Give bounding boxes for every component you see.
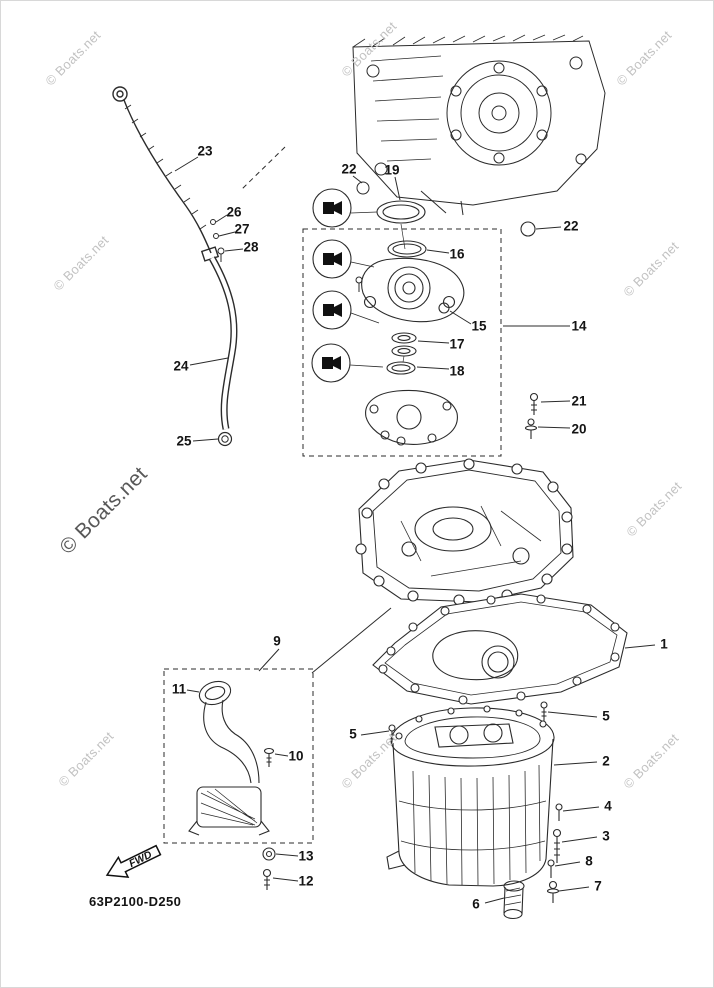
- callout-8[interactable]: 8: [585, 853, 593, 869]
- fwd-arrow-icon: FWD: [105, 844, 162, 879]
- callout-5-right[interactable]: 5: [602, 708, 610, 724]
- grease-icon: [311, 188, 352, 383]
- callout-21[interactable]: 21: [571, 393, 587, 409]
- callout-27[interactable]: 27: [234, 221, 250, 237]
- callout-25[interactable]: 25: [176, 433, 192, 449]
- lower-oil-pan: [386, 705, 555, 920]
- callout-19[interactable]: 19: [384, 162, 400, 178]
- callout-15[interactable]: 15: [471, 318, 487, 334]
- callout-13[interactable]: 13: [298, 848, 314, 864]
- diagram-code: 63P2100-D250: [89, 894, 182, 909]
- callout-7[interactable]: 7: [594, 878, 602, 894]
- callout-18[interactable]: 18: [449, 363, 465, 379]
- callout-22-right[interactable]: 22: [563, 218, 579, 234]
- callout-16[interactable]: 16: [449, 246, 465, 262]
- callout-23[interactable]: 23: [197, 143, 213, 159]
- dipstick-assembly: [112, 86, 238, 447]
- engine-block: [352, 34, 606, 216]
- callout-4[interactable]: 4: [604, 798, 612, 814]
- callout-11[interactable]: 11: [171, 681, 187, 697]
- callout-22-top[interactable]: 22: [341, 161, 357, 177]
- callout-2[interactable]: 2: [602, 753, 610, 769]
- pan-gasket: [372, 593, 628, 705]
- callout-6[interactable]: 6: [472, 896, 480, 912]
- callout-14[interactable]: 14: [571, 318, 587, 334]
- pump-fasteners: [520, 221, 539, 439]
- callout-9[interactable]: 9: [273, 633, 281, 649]
- callout-1[interactable]: 1: [660, 636, 668, 652]
- callout-10[interactable]: 10: [288, 748, 304, 764]
- callout-12[interactable]: 12: [298, 873, 314, 889]
- oil-pump-group: [302, 181, 502, 457]
- oil-strainer-group: [163, 668, 314, 844]
- upper-oil-pan: [355, 458, 574, 606]
- callout-5-left[interactable]: 5: [349, 726, 357, 742]
- callout-28[interactable]: 28: [243, 239, 259, 255]
- callout-17[interactable]: 17: [449, 336, 465, 352]
- callout-20[interactable]: 20: [571, 421, 587, 437]
- callout-3[interactable]: 3: [602, 828, 610, 844]
- callout-24[interactable]: 24: [173, 358, 189, 374]
- callout-26[interactable]: 26: [226, 204, 242, 220]
- leader-lines: [174, 146, 656, 904]
- fasteners: [262, 701, 563, 903]
